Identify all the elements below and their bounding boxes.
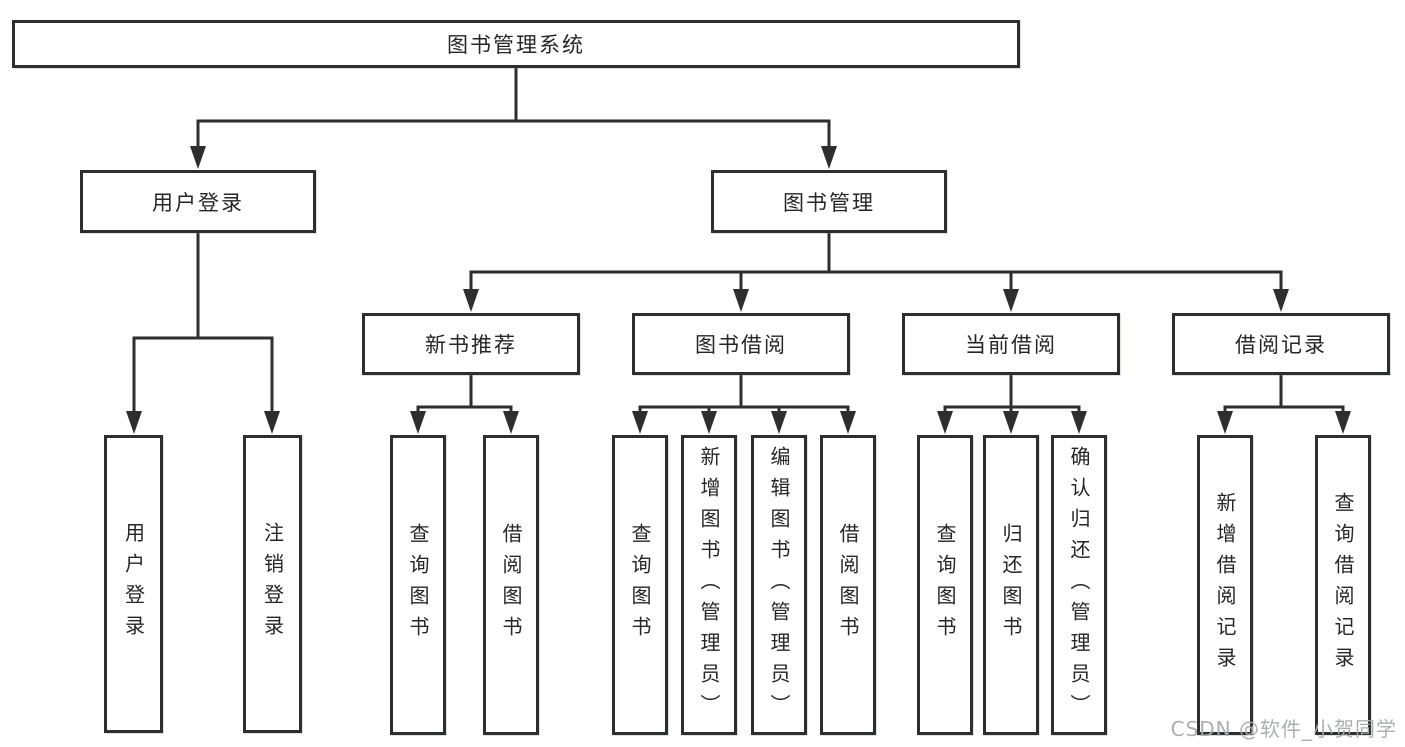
leaf-query-books-borrowing-label: 查询图书 (628, 523, 652, 647)
node-book-borrowing-label: 图书借阅 (695, 333, 787, 357)
node-new-book-recommendation-label: 新书推荐 (425, 333, 517, 357)
leaf-borrow-books-recommend: 借阅图书 (483, 435, 539, 735)
leaf-add-books-admin: 新增图书（管理员） (681, 435, 737, 735)
leaf-borrow-books-borrowing-label: 借阅图书 (836, 523, 860, 647)
leaf-query-borrow-record: 查询借阅记录 (1315, 435, 1371, 735)
node-current-borrowing: 当前借阅 (902, 313, 1120, 375)
leaf-query-books-current: 查询图书 (917, 435, 973, 735)
node-book-management-label: 图书管理 (783, 190, 875, 215)
leaf-logout-login: 注销登录 (243, 435, 302, 733)
leaf-query-books-recommend-label: 查询图书 (406, 523, 430, 647)
node-borrowing-records-label: 借阅记录 (1235, 333, 1327, 357)
node-library-system: 图书管理系统 (12, 20, 1020, 68)
leaf-user-login-label: 用户登录 (121, 522, 146, 646)
leaf-borrow-books-recommend-label: 借阅图书 (499, 523, 523, 647)
leaf-edit-books-admin-label: 编辑图书（管理员） (767, 445, 791, 725)
leaf-add-borrow-record: 新增借阅记录 (1197, 435, 1253, 735)
leaf-user-login: 用户登录 (104, 435, 163, 733)
node-book-management: 图书管理 (711, 170, 947, 233)
node-library-system-label: 图书管理系统 (447, 33, 585, 57)
leaf-confirm-return-admin-label: 确认归还（管理员） (1067, 445, 1091, 725)
leaf-add-books-admin-label: 新增图书（管理员） (697, 445, 721, 725)
node-user-login-label: 用户登录 (152, 190, 244, 215)
leaf-confirm-return-admin: 确认归还（管理员） (1051, 435, 1107, 735)
leaf-query-borrow-record-label: 查询借阅记录 (1331, 492, 1355, 678)
node-borrowing-records: 借阅记录 (1172, 313, 1390, 375)
node-book-borrowing: 图书借阅 (632, 313, 850, 375)
node-current-borrowing-label: 当前借阅 (965, 333, 1057, 357)
leaf-query-books-borrowing: 查询图书 (612, 435, 668, 735)
leaf-add-borrow-record-label: 新增借阅记录 (1213, 492, 1237, 678)
watermark-text: CSDN @软件_小贺同学 (1170, 717, 1397, 741)
leaf-query-books-recommend: 查询图书 (390, 435, 446, 735)
leaf-edit-books-admin: 编辑图书（管理员） (751, 435, 807, 735)
leaf-logout-login-label: 注销登录 (260, 522, 285, 646)
leaf-return-books: 归还图书 (983, 435, 1039, 735)
leaf-return-books-label: 归还图书 (999, 523, 1023, 647)
leaf-borrow-books-borrowing: 借阅图书 (820, 435, 876, 735)
leaf-query-books-current-label: 查询图书 (933, 523, 957, 647)
node-new-book-recommendation: 新书推荐 (362, 313, 580, 375)
node-user-login: 用户登录 (80, 170, 316, 233)
